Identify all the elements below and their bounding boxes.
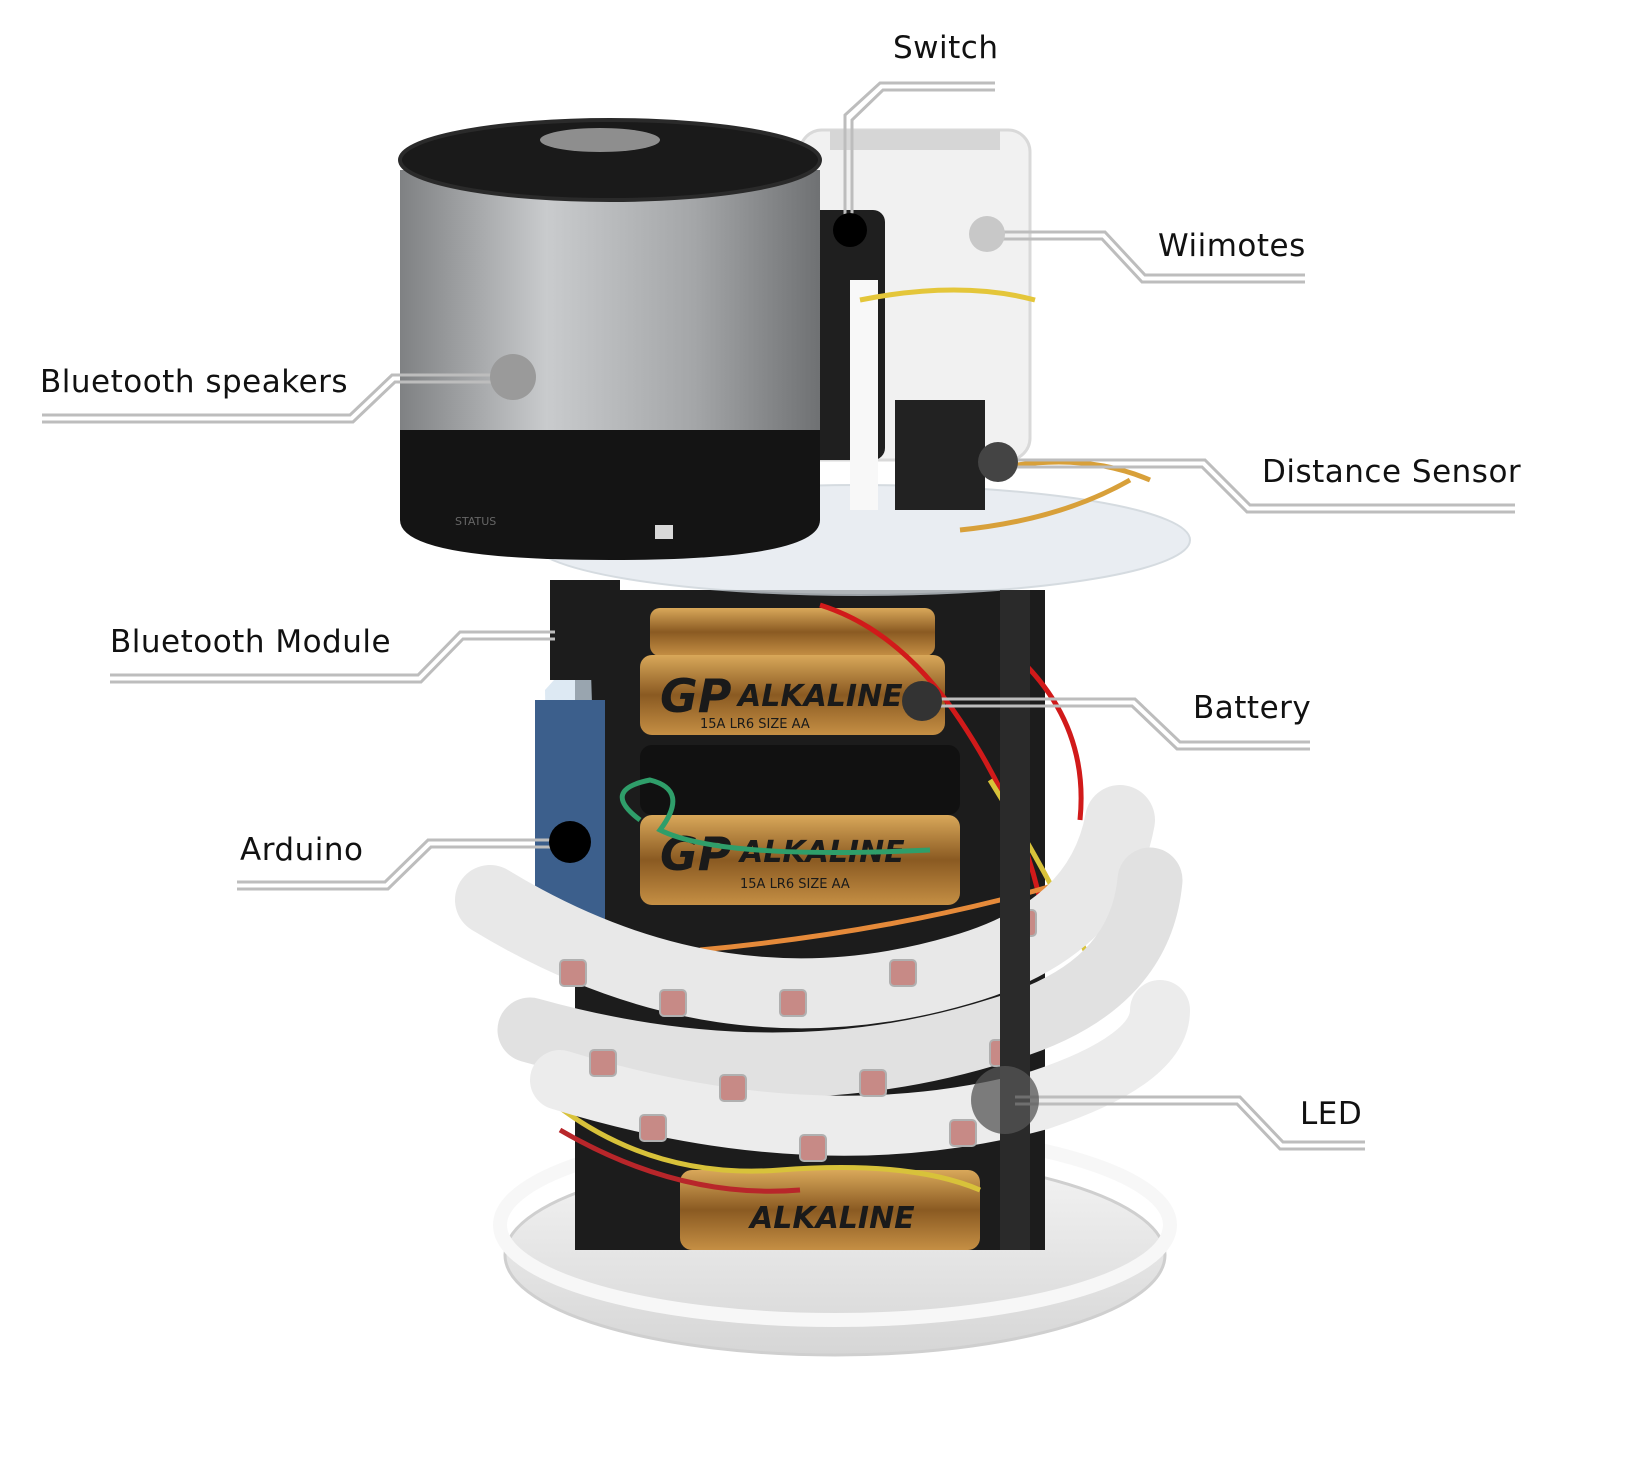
bluetooth-module-leader [110,630,555,677]
led-chip [779,989,807,1017]
led-chip [719,1074,747,1102]
speaker-base-band [400,430,820,560]
battery-brand-text: GP [660,669,732,723]
label-led: LED [1300,1096,1363,1132]
speaker-body [400,170,820,430]
battery-size-text: 15A LR6 SIZE AA [700,717,810,732]
battery-size-text: 15A LR6 SIZE AA [740,877,850,892]
battery-cell [640,815,960,905]
label-bluetooth-module: Bluetooth Module [110,624,392,660]
led-leader-shadow [1015,1102,1365,1151]
battery-cell [640,655,945,735]
wiimotes-dot [969,216,1005,252]
label-battery: Battery [1193,690,1312,726]
speaker-led [655,525,673,539]
label-distance-sensor: Distance Sensor [1262,454,1522,490]
led-dot [971,1066,1039,1134]
wiimote-port [830,130,1000,150]
switch-dot [833,213,867,247]
label-switch: Switch [893,30,999,66]
bluetooth-speakers-dot [490,354,536,400]
led-chip [859,1069,887,1097]
led-strip-coil [497,847,1183,1098]
robot-illustration: GP ALKALINE 15A LR6 SIZE AA GP ALKALINE … [398,118,1191,1357]
leader-lines [42,81,1515,1151]
speaker-top-knob [540,128,660,152]
bluetooth-module-leader-shadow [110,637,555,684]
arduino-leader-shadow [237,845,570,891]
battery-cell [650,608,935,656]
led-strip [455,785,1190,1162]
arduino-leader [237,838,570,884]
wiimotes-leader-shadow [990,237,1305,284]
white-strut [850,280,878,510]
arduino-dot [549,821,591,863]
label-bluetooth-speakers: Bluetooth speakers [40,364,349,400]
label-arduino: Arduino [240,832,364,868]
battery-dot [902,681,942,721]
label-wiimotes: Wiimotes [1158,228,1306,264]
led-strip-coil [530,980,1190,1156]
speaker-top [398,118,822,202]
battery-type-text: ALKALINE [736,679,903,714]
led-chip [949,1119,977,1147]
led-chip [799,1134,827,1162]
distance-sensor-leader-shadow [1000,465,1515,514]
battery-pack: GP ALKALINE 15A LR6 SIZE AA GP ALKALINE … [640,608,980,1250]
red-wire [558,1127,801,1194]
switch-leader [843,81,995,230]
distance-sensor-leader [1000,458,1515,507]
led-chip [589,1049,617,1077]
yellow-wire [548,1098,981,1193]
battery-leader [925,697,1310,744]
speaker-status-text: STATUS [455,515,496,528]
bluetooth-speakers-leader [42,373,510,417]
led-chip [659,989,687,1017]
bluetooth-speakers-leader-shadow [42,380,510,424]
rubber-band [859,287,1036,303]
bluetooth-speaker: STATUS [398,118,822,560]
led-leader [1015,1095,1365,1144]
battery-leader-shadow [925,704,1310,751]
marker-dots [490,213,1039,1134]
distance-sensor-body [895,400,985,510]
side-post [1000,590,1030,1250]
led-chip [889,959,917,987]
bluetooth-module-block [550,580,620,680]
led-chip [639,1114,667,1142]
battery-type-text: ALKALINE [748,1201,915,1236]
battery-cell [640,745,960,815]
distance-sensor-dot [978,442,1018,482]
green-wire [619,777,931,855]
led-chip [559,959,587,987]
wiimotes-leader [990,230,1305,277]
switch-leader-shadow [850,88,995,230]
